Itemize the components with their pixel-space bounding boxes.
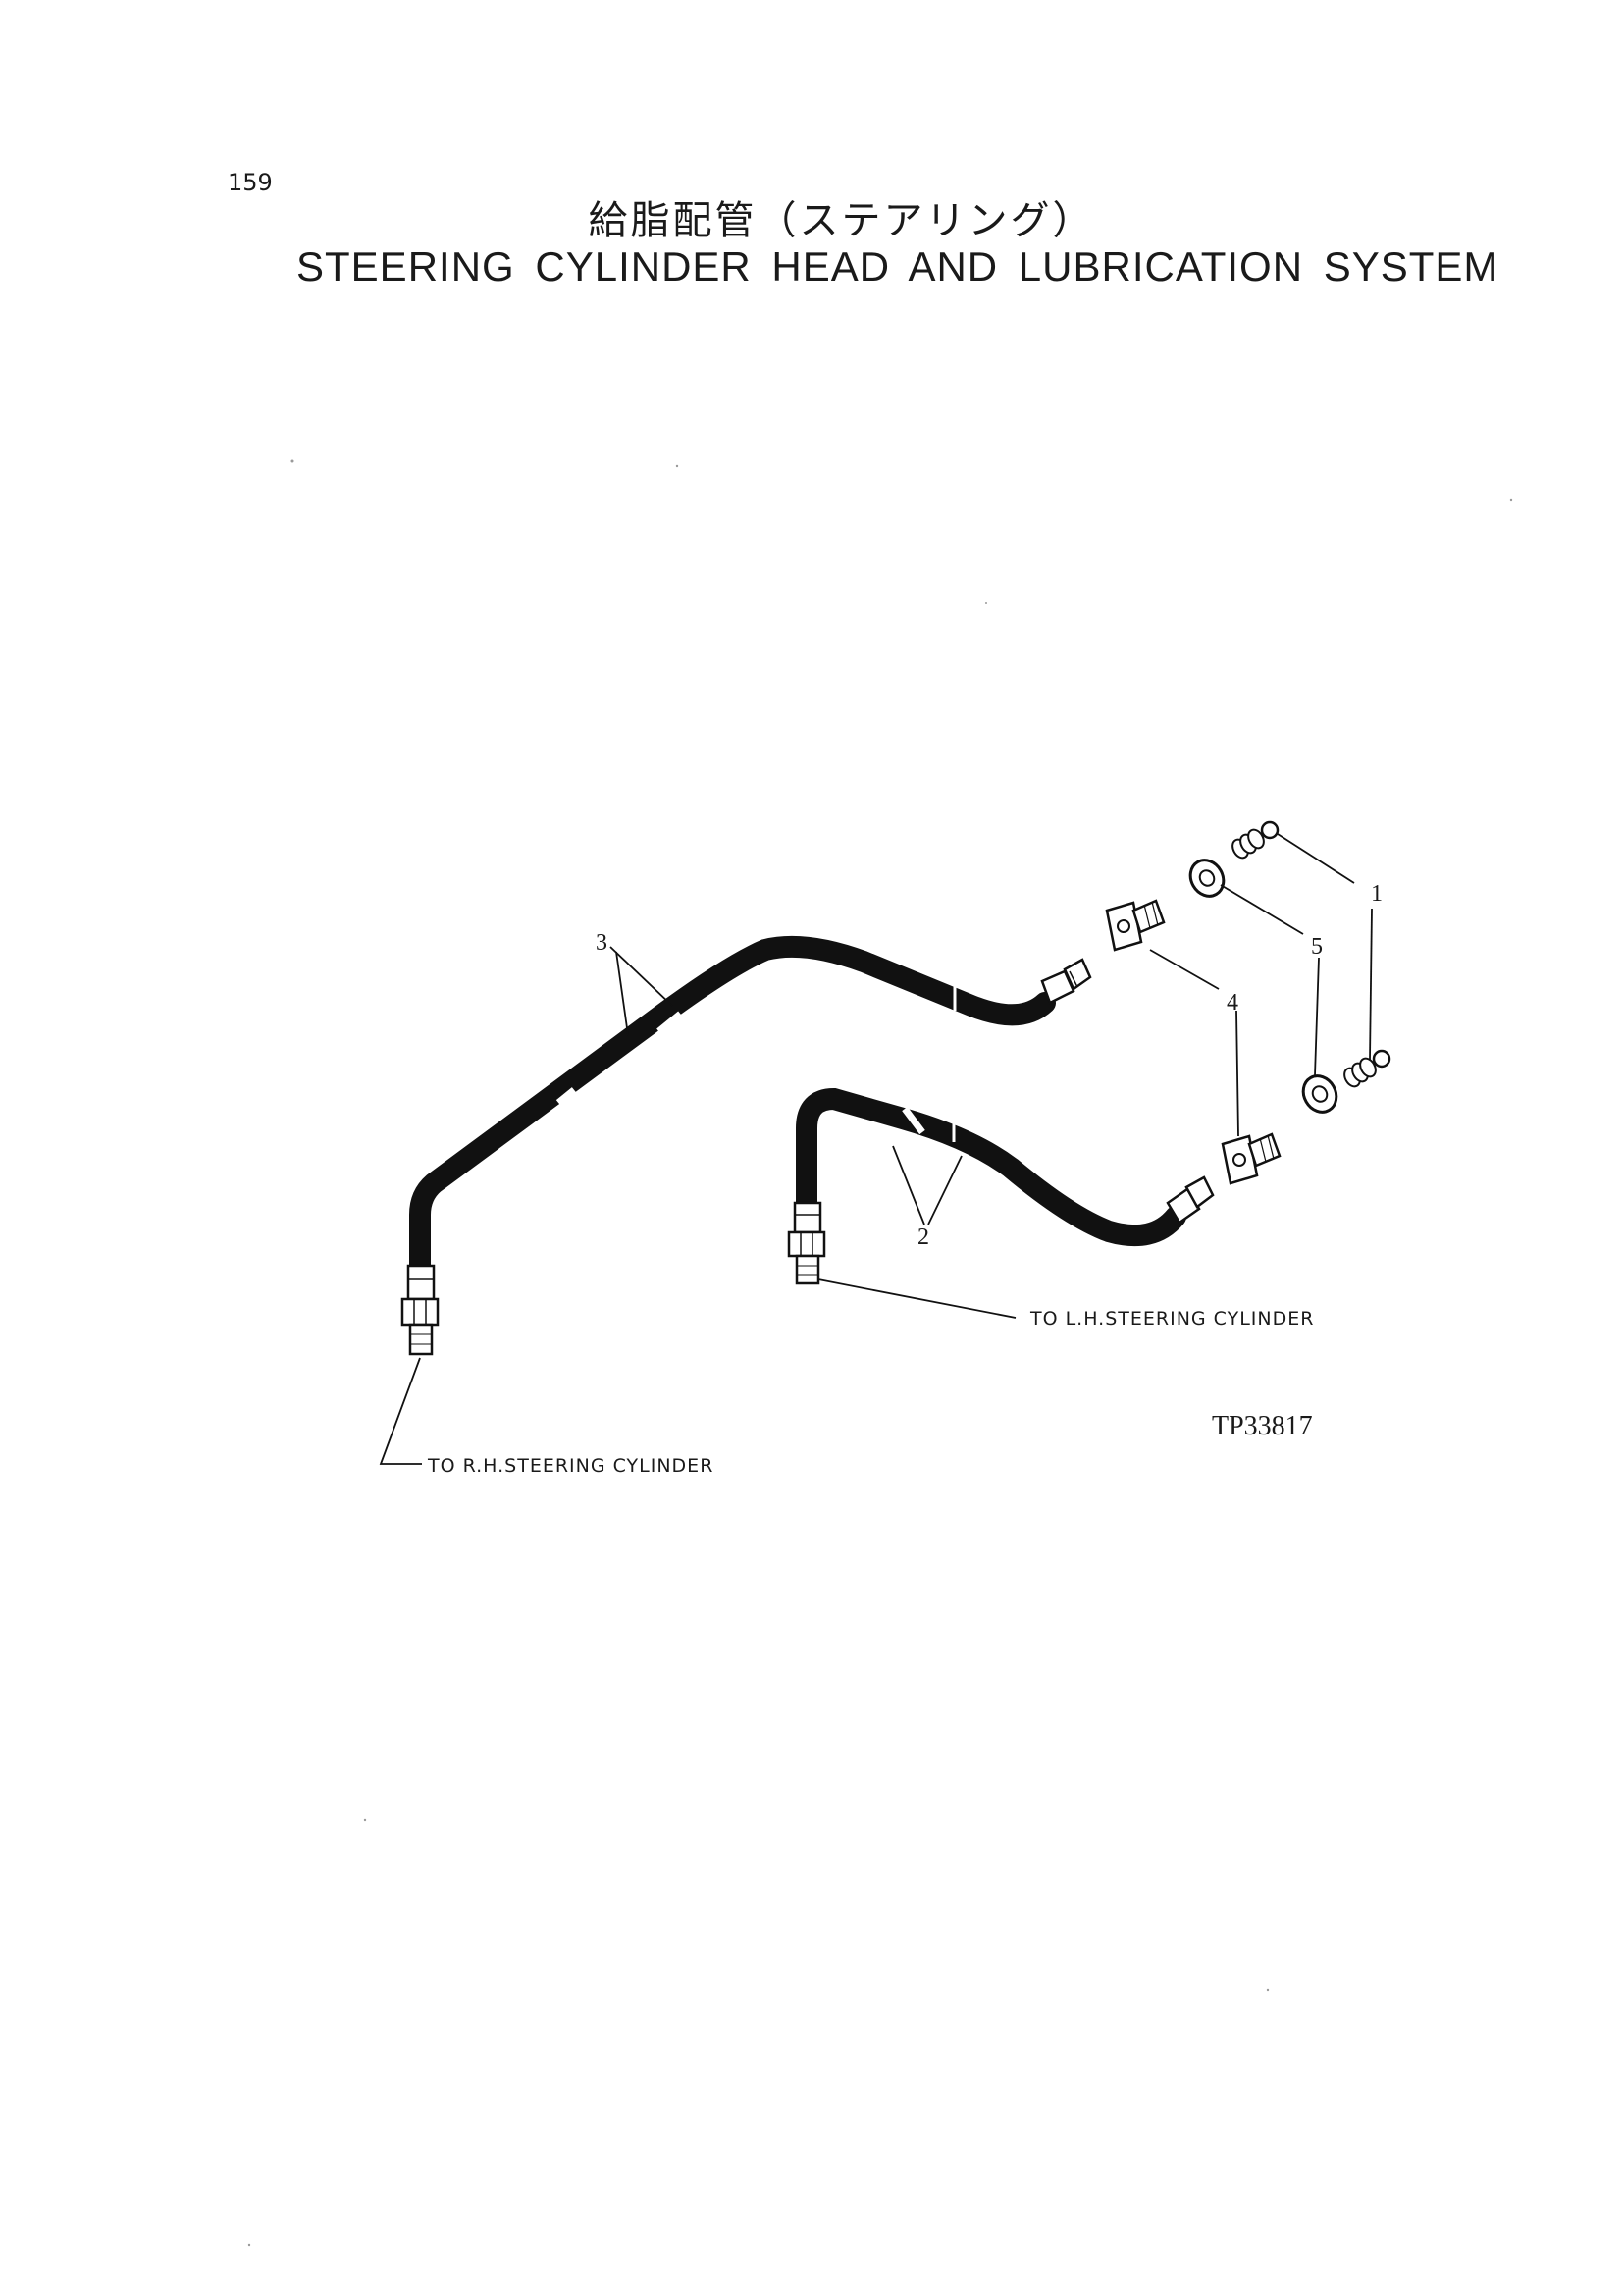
callout-4: 4 — [1227, 990, 1238, 1016]
callout-5: 5 — [1311, 934, 1323, 960]
hose-2 — [796, 1087, 1186, 1247]
nut-5-lower — [1301, 1074, 1338, 1114]
scan-specks — [247, 459, 1513, 2247]
figure-code: TP33817 — [1212, 1411, 1313, 1441]
callout-3: 3 — [596, 930, 607, 956]
adapter-4-upper — [1105, 899, 1166, 952]
grease-fitting-1-lower — [1343, 1049, 1391, 1088]
page-title-english: STEERING CYLINDER HEAD AND LUBRICATION S… — [296, 243, 1499, 289]
page-number: 159 — [228, 169, 273, 196]
callout-1: 1 — [1371, 881, 1383, 907]
hose-3-end-fitting — [1040, 958, 1092, 1005]
page-title-japanese: 給脂配管（ステアリング） — [588, 198, 1095, 243]
hose-3-rh-fitting — [400, 1264, 440, 1356]
callout-2: 2 — [917, 1225, 929, 1250]
hose-2-end-fitting — [1166, 1175, 1215, 1225]
label-to-rh-cylinder: TO R.H.STEERING CYLINDER — [427, 1455, 713, 1477]
adapter-4-lower — [1221, 1132, 1282, 1185]
hose-2-lh-fitting — [787, 1201, 826, 1285]
leader-lines — [379, 833, 1373, 1465]
grease-fitting-1-upper — [1231, 820, 1280, 860]
hose-3 — [409, 935, 1056, 1277]
nut-5-upper — [1188, 859, 1226, 898]
label-to-lh-cylinder: TO L.H.STEERING CYLINDER — [1029, 1308, 1314, 1329]
